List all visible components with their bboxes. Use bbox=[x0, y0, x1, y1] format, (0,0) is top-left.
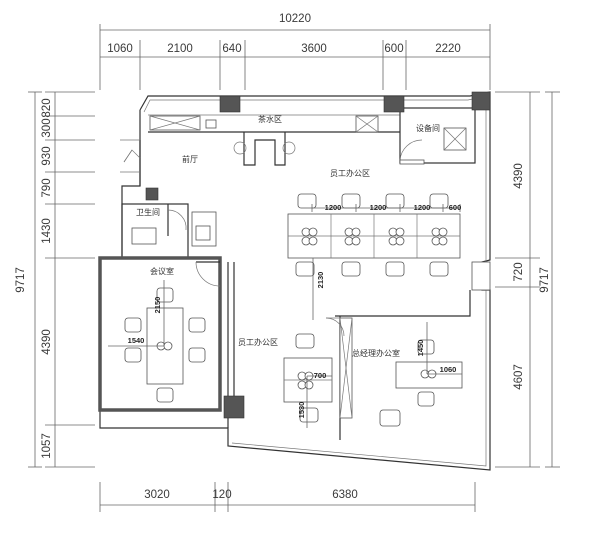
dim-left-seg-2: 300 bbox=[41, 118, 53, 137]
right-dimensions: 4390 720 4607 9717 bbox=[495, 91, 560, 468]
dim-bottom-seg-2: 120 bbox=[212, 489, 231, 501]
dim-top-seg-1: 1060 bbox=[107, 43, 133, 55]
label-staff-office-south: 员工办公区 bbox=[238, 337, 278, 347]
south-workstations bbox=[283, 333, 333, 428]
dim-meeting-2150: 2150 bbox=[153, 297, 162, 314]
dim-desk-1530: 1530 bbox=[297, 402, 306, 419]
label-staff-office-north: 员工办公区 bbox=[330, 168, 370, 178]
inner-dimensions: 1200 1200 1200 600 2130 2150 1540 700 15… bbox=[128, 203, 462, 418]
dim-mgr-1060: 1060 bbox=[440, 365, 457, 374]
dim-right-seg-2: 720 bbox=[513, 262, 525, 281]
label-meeting-room: 会议室 bbox=[150, 266, 174, 276]
manager-furniture bbox=[379, 322, 463, 427]
label-reception: 前厅 bbox=[182, 154, 198, 164]
dim-left-total: 9717 bbox=[15, 267, 27, 293]
dim-desk-600: 600 bbox=[449, 203, 462, 212]
bottom-dimensions: 3020 120 6380 bbox=[99, 482, 476, 512]
dim-desk-1200-c: 1200 bbox=[414, 203, 431, 212]
room-labels: 茶水区 设备间 前厅 员工办公区 卫生间 会议室 员工办公区 总经理办公室 bbox=[136, 114, 440, 358]
label-tea-area: 茶水区 bbox=[258, 114, 282, 124]
dim-meeting-1540: 1540 bbox=[128, 336, 145, 345]
dim-left-seg-7: 1057 bbox=[41, 433, 53, 459]
dim-aisle-2130: 2130 bbox=[316, 272, 325, 289]
dim-top-total: 10220 bbox=[279, 13, 311, 25]
dim-desk-1200-a: 1200 bbox=[325, 203, 342, 212]
dim-right-seg-1: 4390 bbox=[513, 163, 525, 189]
dim-left-seg-5: 1430 bbox=[41, 218, 53, 244]
dim-mgr-1450: 1450 bbox=[416, 340, 425, 357]
left-dimensions: 9717 820 300 930 790 1430 4390 1057 bbox=[15, 91, 95, 468]
dim-top-seg-6: 2220 bbox=[435, 43, 461, 55]
dim-desk-1200-b: 1200 bbox=[370, 203, 387, 212]
dim-bottom-seg-3: 6380 bbox=[332, 489, 358, 501]
dim-right-seg-3: 4607 bbox=[513, 364, 525, 390]
dim-right-total: 9717 bbox=[539, 267, 551, 293]
dim-top-seg-4: 3600 bbox=[301, 43, 327, 55]
dim-left-seg-4: 790 bbox=[41, 178, 53, 197]
dim-top-seg-2: 2100 bbox=[167, 43, 193, 55]
dim-top-seg-3: 640 bbox=[222, 43, 241, 55]
top-dimensions: 10220 1060 2100 640 3600 600 2220 bbox=[99, 13, 491, 90]
dim-top-seg-5: 600 bbox=[384, 43, 403, 55]
meeting-furniture bbox=[108, 280, 206, 403]
north-workstations bbox=[287, 193, 461, 320]
structural-columns bbox=[145, 91, 491, 419]
dim-left-seg-6: 4390 bbox=[41, 329, 53, 355]
label-manager-office: 总经理办公室 bbox=[352, 348, 400, 358]
label-equipment-room: 设备间 bbox=[416, 123, 440, 133]
dim-desk-700: 700 bbox=[314, 371, 327, 380]
dim-left-seg-1: 820 bbox=[41, 98, 53, 117]
dim-left-seg-3: 930 bbox=[41, 146, 53, 165]
building-walls bbox=[98, 91, 491, 471]
dim-bottom-seg-1: 3020 bbox=[144, 489, 170, 501]
label-restroom: 卫生间 bbox=[136, 207, 160, 217]
